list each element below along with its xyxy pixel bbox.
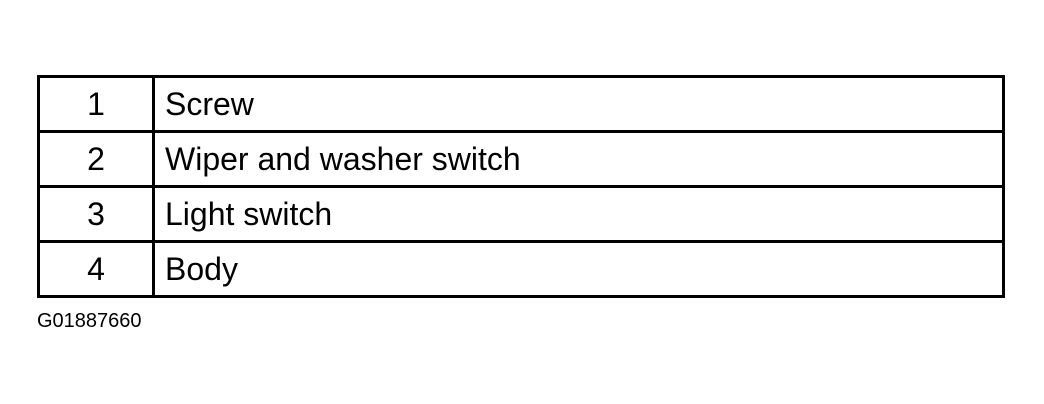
- figure-id: G01887660: [37, 310, 142, 332]
- item-label: Light switch: [152, 185, 1005, 243]
- item-number: 2: [37, 130, 155, 188]
- item-number: 1: [37, 75, 155, 133]
- table-row: 4 Body: [37, 240, 1005, 298]
- item-number: 4: [37, 240, 155, 298]
- table-row: 2 Wiper and washer switch: [37, 130, 1005, 188]
- item-label: Screw: [152, 75, 1005, 133]
- item-label: Body: [152, 240, 1005, 298]
- item-number: 3: [37, 185, 155, 243]
- item-label: Wiper and washer switch: [152, 130, 1005, 188]
- table-row: 1 Screw: [37, 75, 1005, 133]
- component-legend-table: 1 Screw 2 Wiper and washer switch 3 Ligh…: [37, 75, 1005, 298]
- table-row: 3 Light switch: [37, 185, 1005, 243]
